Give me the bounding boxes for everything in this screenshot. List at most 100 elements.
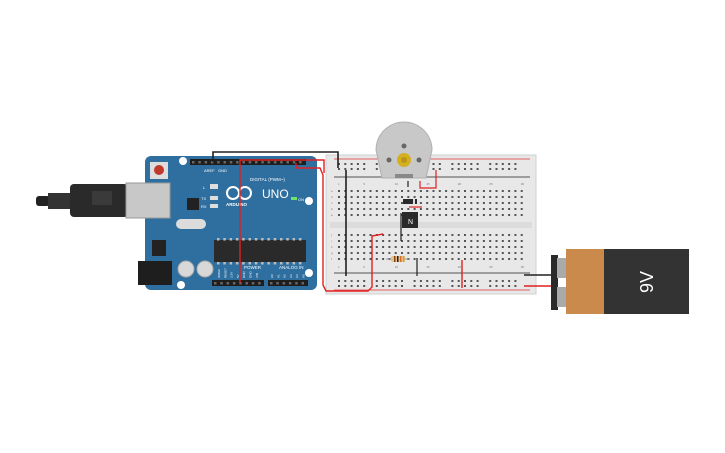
breadboard-hole	[394, 246, 397, 248]
gnd-wire-top[interactable]	[212, 151, 339, 168]
chip-pin	[254, 262, 258, 265]
breadboard-hole	[388, 190, 391, 192]
breadboard-hole	[369, 208, 372, 210]
breadboard-hole	[495, 252, 498, 254]
breadboard-hole	[501, 190, 504, 192]
chip-pin	[229, 262, 233, 265]
breadboard-hole	[401, 252, 403, 254]
analog-pin-label: A1	[276, 274, 280, 278]
breadboard-hole	[419, 190, 422, 192]
analog-pin-label: A5	[302, 274, 306, 278]
diode[interactable]	[403, 199, 417, 204]
row-letter: e	[331, 189, 333, 193]
breadboard-hole	[426, 214, 429, 216]
breadboard-hole	[482, 190, 485, 192]
signal-wire[interactable]	[295, 163, 384, 292]
breadboard-hole	[388, 234, 391, 236]
breadboard-hole	[476, 190, 479, 192]
header-hole	[229, 161, 233, 164]
breadboard-hole	[495, 202, 498, 204]
breadboard-hole	[470, 240, 473, 242]
breadboard-hole	[432, 258, 435, 260]
usb-cable[interactable]	[36, 184, 128, 217]
crystal-oscillator	[176, 219, 206, 229]
5v-wire[interactable]	[239, 159, 325, 283]
breadboard-hole	[363, 190, 366, 192]
breadboard-hole	[457, 234, 460, 236]
rail-hole	[344, 285, 347, 287]
row-letter: a	[331, 213, 333, 217]
rail-hole	[495, 163, 498, 165]
column-number: 10	[395, 265, 399, 269]
breadboard-hole	[470, 196, 473, 198]
resistor-band	[400, 256, 402, 262]
breadboard-hole	[432, 252, 435, 254]
breadboard-hole	[394, 202, 397, 204]
dc-motor[interactable]	[375, 121, 433, 179]
power-header[interactable]	[212, 280, 264, 286]
breadboard-hole	[476, 234, 479, 236]
breadboard-hole	[438, 234, 441, 236]
rail-hole	[501, 163, 504, 165]
breadboard-hole	[501, 214, 504, 216]
aref-label: AREF	[204, 168, 215, 173]
header-hole	[245, 282, 248, 285]
wires[interactable]	[212, 151, 556, 292]
header-hole	[276, 282, 279, 285]
breadboard-hole	[356, 190, 359, 192]
breadboard-hole	[432, 202, 435, 204]
battery-9v[interactable]: 9V	[551, 249, 689, 314]
chip-pin	[298, 238, 302, 241]
rail-hole	[375, 280, 378, 282]
breadboard-hole	[457, 208, 460, 210]
header-hole	[270, 282, 273, 285]
arduino-uno[interactable]: L TX RX UNO ARDUINO ON AREF GND DIGITAL …	[125, 156, 317, 290]
analog-header[interactable]	[268, 280, 308, 286]
rail-hole	[350, 285, 353, 287]
breadboard-hole	[432, 196, 435, 198]
header-hole	[242, 161, 245, 164]
breadboard-hole	[501, 234, 504, 236]
breadboard-hole	[470, 246, 473, 248]
breadboard-hole	[350, 246, 353, 248]
breadboard-hole	[413, 234, 416, 236]
breadboard-hole	[338, 190, 340, 192]
breadboard-hole	[413, 258, 416, 260]
breadboard-hole	[445, 258, 448, 260]
header-hole	[273, 161, 277, 164]
breadboard-hole	[438, 208, 441, 210]
breadboard-hole	[394, 190, 397, 192]
dc-power-jack[interactable]	[138, 261, 172, 285]
breadboard-hole	[457, 202, 460, 204]
analog-pin-label: A3	[289, 274, 293, 278]
motor-body	[375, 121, 433, 179]
transistor-body	[402, 212, 418, 228]
motor-lead-red[interactable]	[419, 170, 437, 189]
power-pin-label: VIN	[255, 273, 259, 278]
header-hole	[239, 282, 242, 285]
rail-hole	[388, 280, 391, 282]
motor-shaft-center	[401, 157, 407, 163]
tx-label: TX	[201, 196, 206, 201]
breadboard-hole	[451, 258, 454, 260]
digital-header[interactable]	[190, 159, 306, 165]
usb-b-socket[interactable]	[125, 182, 171, 219]
resistor[interactable]	[386, 256, 410, 262]
breadboard-hole	[489, 240, 492, 242]
rail-hole	[508, 163, 511, 165]
breadboard-hole	[520, 208, 523, 210]
rail-hole	[394, 280, 397, 282]
breadboard-hole	[375, 258, 378, 260]
header-hole	[223, 161, 226, 164]
breadboard-hole	[413, 190, 416, 192]
breadboard-hole	[451, 190, 454, 192]
breadboard-hole	[464, 234, 466, 236]
npn-transistor[interactable]: N	[402, 212, 418, 228]
breadboard-hole	[508, 246, 511, 248]
digital-header-holes	[192, 161, 302, 164]
reset-button[interactable]	[154, 165, 164, 175]
header-hole	[261, 161, 264, 164]
breadboard-hole	[382, 190, 385, 192]
